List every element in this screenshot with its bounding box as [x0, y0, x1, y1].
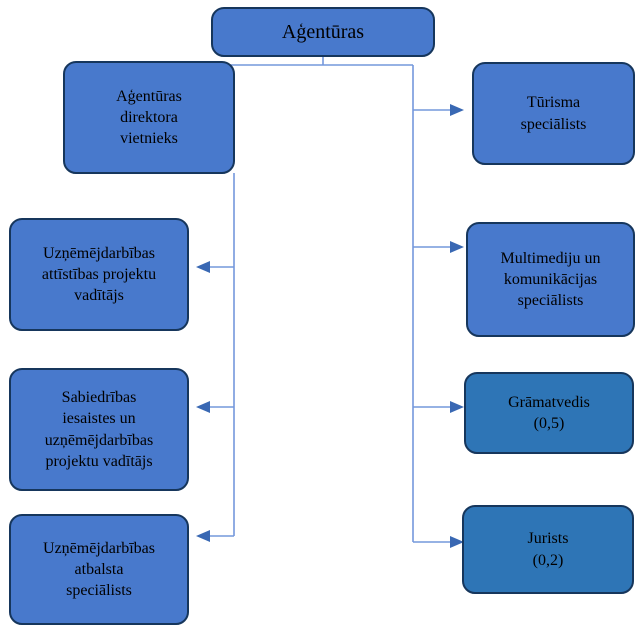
- node-jurists: Jurists (0,2): [462, 505, 634, 594]
- node-sabiedribas-projektu-vaditajs: Sabiedrības iesaistes un uzņēmējdarbības…: [9, 368, 189, 491]
- node-gramatvedis: Grāmatvedis (0,5): [464, 372, 634, 454]
- node-agenturas: Aģentūras: [211, 7, 435, 57]
- arrowhead-right-icon: [450, 401, 464, 413]
- node-deputy-director: Aģentūras direktora vietnieks: [63, 61, 235, 174]
- node-multimediju-specialists: Multimediju un komunikācijas speciālists: [466, 222, 635, 337]
- arrowhead-left-icon: [196, 401, 210, 413]
- arrowhead-left-icon: [196, 530, 210, 542]
- node-attistibas-projektu-vaditajs: Uzņēmējdarbības attīstības projektu vadī…: [9, 218, 189, 331]
- arrowhead-right-icon: [450, 536, 464, 548]
- arrowhead-left-icon: [196, 261, 210, 273]
- node-turisma-specialists: Tūrisma speciālists: [472, 62, 635, 165]
- node-atbalsta-specialists: Uzņēmējdarbības atbalsta speciālists: [9, 514, 189, 625]
- arrowhead-right-icon: [450, 104, 464, 116]
- arrowhead-right-icon: [450, 241, 464, 253]
